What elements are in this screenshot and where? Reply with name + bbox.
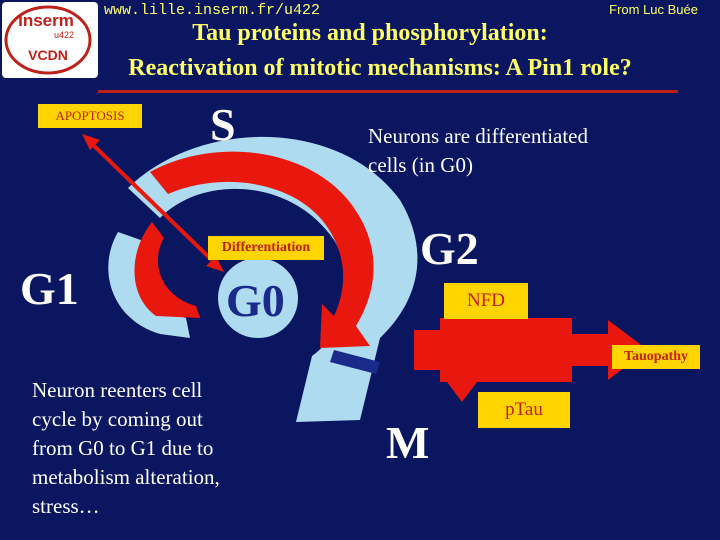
differentiation-arrowhead: [206, 256, 224, 272]
apoptosis-line: [86, 138, 220, 268]
phase-g1: G1: [20, 263, 79, 314]
g1-red-arc: [134, 222, 200, 318]
tauopathy-label: Tauopathy: [612, 345, 700, 369]
reentry-note: Neuron reenters cell cycle by coming out…: [32, 376, 220, 521]
credit: From Luc Buée: [609, 2, 698, 17]
apoptosis-label: APOPTOSIS: [38, 104, 142, 128]
tauopathy-arrow: [414, 318, 648, 382]
reentry-note-line: Neuron reenters cell: [32, 378, 203, 402]
reentry-note-line: from G0 to G1 due to: [32, 436, 214, 460]
nfd-label: NFD: [444, 283, 528, 319]
reentry-note-line: stress…: [32, 494, 100, 518]
slide-title-line2: Reactivation of mitotic mechanisms: A Pi…: [128, 55, 632, 81]
nfd-ptau-arrow: [444, 298, 480, 402]
reentry-note-line: metabolism alteration,: [32, 465, 220, 489]
slide-title-line1: Tau proteins and phosphorylation:: [192, 20, 548, 46]
neurons-note: Neurons are differentiated cells (in G0): [368, 122, 588, 180]
logo-graphic: Inserm u422 VCDN: [4, 5, 92, 75]
phase-g0: G0: [226, 275, 285, 326]
red-arc: [150, 151, 374, 348]
g0-circle: [218, 258, 298, 338]
phase-m: M: [386, 417, 430, 468]
logo-text-sub: u422: [54, 30, 74, 40]
inserm-logo: Inserm u422 VCDN: [2, 2, 98, 78]
neurons-note-line: cells (in G0): [368, 153, 473, 177]
neurons-note-line: Neurons are differentiated: [368, 124, 589, 148]
apoptosis-arrowhead: [82, 134, 100, 150]
reentry-note-line: cycle by coming out: [32, 407, 203, 431]
logo-text-bottom: VCDN: [28, 47, 68, 63]
phase-s: S: [210, 99, 236, 150]
ptau-label: pTau: [478, 392, 570, 428]
m-marker: [330, 350, 380, 374]
logo-text-top: Inserm: [18, 11, 74, 30]
phase-g2: G2: [420, 223, 479, 274]
title-underline: [98, 90, 678, 93]
differentiation-label: Differentiation: [208, 236, 324, 260]
g1-loop: [108, 232, 190, 338]
site-url: www.lille.inserm.fr/u422: [104, 2, 321, 19]
